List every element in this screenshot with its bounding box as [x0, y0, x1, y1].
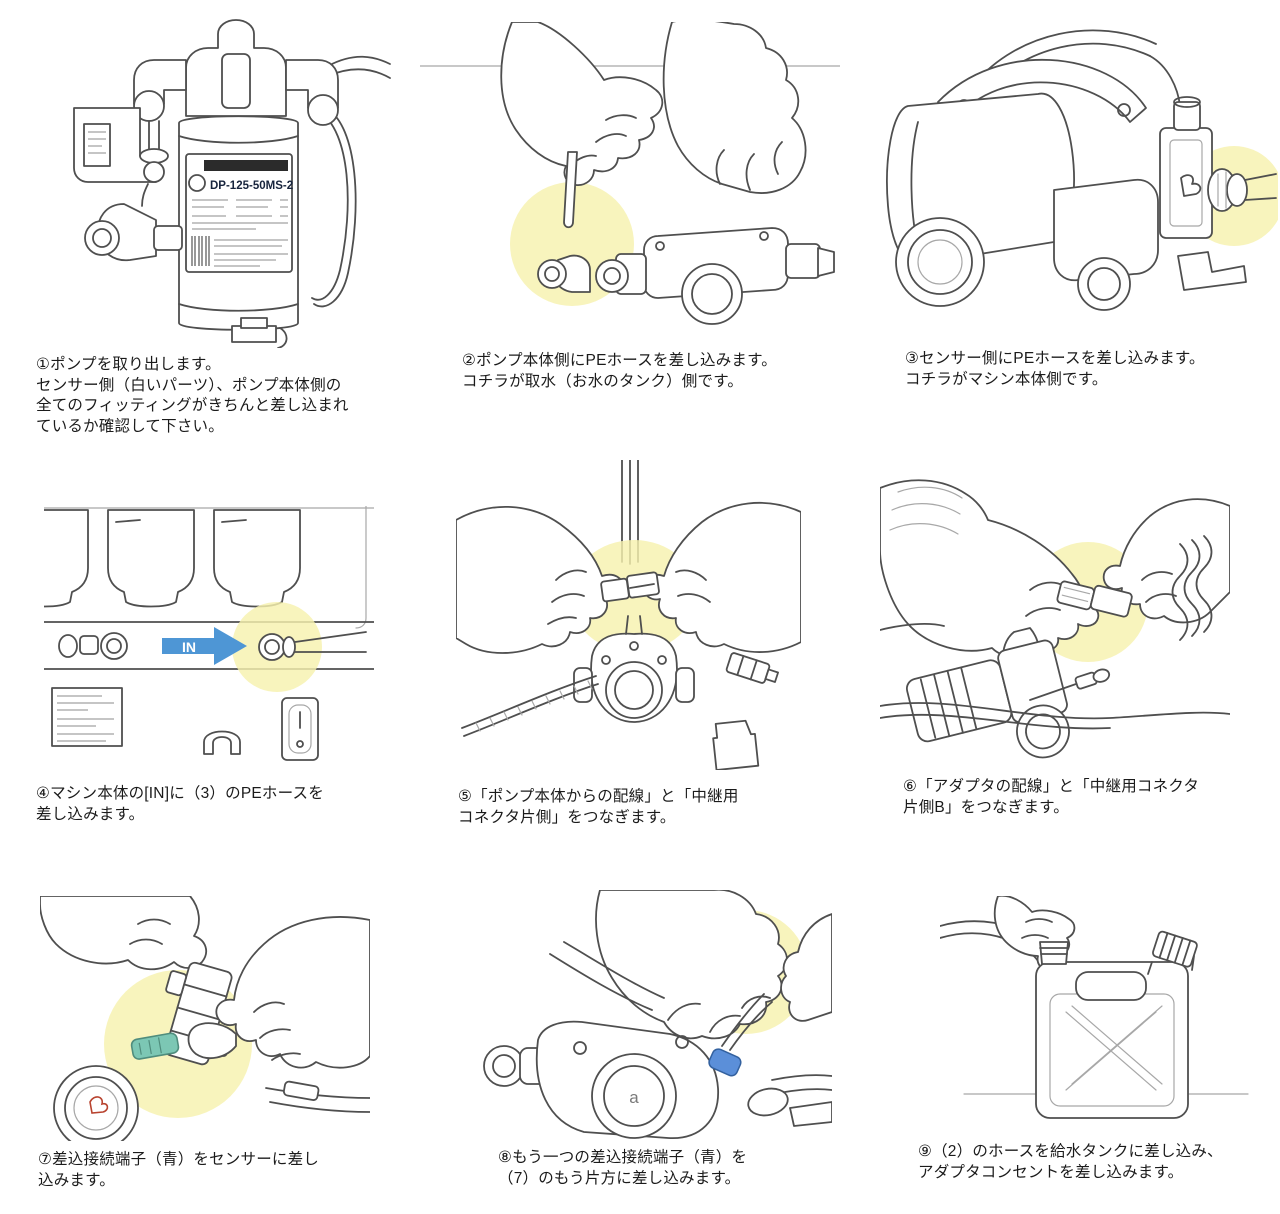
- coiled-cable: [1171, 535, 1213, 641]
- pump-logo-letter: a: [629, 1088, 639, 1107]
- blue-connector-into-pump-illustration: a: [483, 888, 833, 1139]
- step-7-caption: ⑦差込接続端子（青）をセンサーに差し 込みます。: [38, 1151, 319, 1189]
- hose-into-tank-figure: [878, 888, 1278, 1142]
- power-switch: [281, 697, 319, 761]
- label-banner: [204, 160, 288, 171]
- filter-cartridges: [15, 509, 301, 608]
- gloved-hands-connecting-illustration: [879, 479, 1231, 759]
- relay-connector: [725, 652, 779, 684]
- machine-back-illustration: IN: [15, 505, 375, 761]
- step-panel-7: ⑦差込接続端子（青）をセンサーに差し 込みます。: [36, 888, 420, 1191]
- in-port-fitting: [258, 631, 367, 661]
- label-fine-print: [192, 199, 288, 267]
- step-panel-8: a ⑧もう一つの差込接続端子（青）を （7）のもう片方に差し込みます。: [420, 888, 850, 1189]
- pump-body: [905, 639, 1070, 759]
- brand-mark: [89, 1096, 109, 1114]
- machine-in-port-figure: IN: [15, 460, 391, 778]
- step-6-caption: ⑥「アダプタの配線」と「中継用コネクタ 片側B」をつなぎます。: [903, 778, 1200, 816]
- label-barcode: [191, 236, 210, 266]
- step-panel-6: ⑥「アダプタの配線」と「中継用コネクタ 片側B」をつなぎます。: [878, 460, 1280, 818]
- pe-hose: [563, 151, 578, 229]
- in-arrow-label: IN: [182, 639, 196, 655]
- step-panel-9: ⑨（2）のホースを給水タンクに差し込み、 アダプタコンセントを差し込みます。: [878, 888, 1280, 1183]
- step-3-caption: ③センサー側にPEホースを差し込みます。 コチラがマシン本体側です。: [905, 350, 1205, 388]
- adapter-connector-pair: [1056, 580, 1133, 618]
- teal-connector-into-sensor-illustration: [39, 895, 371, 1151]
- pump-model-label: DP-125-50MS-2: [210, 180, 293, 192]
- step-2-caption: ②ポンプ本体側にPEホースを差し込みます。 コチラが取水（お水のタンク）側です。: [462, 352, 777, 390]
- blue-connector: [708, 1048, 742, 1077]
- step-9-caption: ⑨（2）のホースを給水タンクに差し込み、 アダプタコンセントを差し込みます。: [918, 1143, 1223, 1181]
- pump-sensor-side-illustration: [886, 29, 1280, 311]
- connect-pump-wiring-figure: [420, 459, 840, 780]
- step-panel-2: ②ポンプ本体側にPEホースを差し込みます。 コチラが取水（お水のタンク）側です。: [419, 8, 850, 392]
- step-4-caption: ④マシン本体の[IN]に（3）のPEホースを 差し込みます。: [36, 785, 324, 823]
- insert-second-terminal-figure: a: [420, 888, 840, 1142]
- in-arrow: IN: [162, 627, 247, 665]
- pump-unit-illustration: DP-125-50MS-2: [73, 19, 391, 349]
- water-tank-illustration: [939, 894, 1249, 1119]
- insert-hose-pump-side-figure: [419, 8, 841, 348]
- step-5-caption: ⑤「ポンプ本体からの配線」と「中継用 コネクタ片側」をつなぎます。: [458, 788, 739, 826]
- insert-blue-terminal-sensor-figure: [36, 888, 391, 1151]
- step-panel-3: ③センサー側にPEホースを差し込みます。 コチラがマシン本体側です。: [878, 8, 1280, 390]
- hands-inserting-pe-hose-illustration: [419, 18, 841, 325]
- step-panel-5: ⑤「ポンプ本体からの配線」と「中継用 コネクタ片側」をつなぎます。: [420, 459, 850, 828]
- spec-plate: [51, 687, 123, 747]
- wire-connector-pair: [600, 571, 660, 603]
- insert-hose-sensor-side-figure: [878, 8, 1280, 348]
- step-8-caption: ⑧もう一つの差込接続端子（青）を （7）のもう片方に差し込みます。: [498, 1149, 748, 1187]
- water-tank: [1035, 930, 1198, 1119]
- pump-unit-figure: DP-125-50MS-2: [36, 8, 391, 349]
- braided-cable: [461, 675, 599, 737]
- step-panel-4: IN ④マシン本体の[IN]に（3）のPEホースを 差し込みます。: [15, 460, 420, 825]
- teal-connector: [130, 1032, 180, 1060]
- step-panel-1: DP-125-50MS-2: [36, 8, 420, 437]
- hands-connecting-wires-illustration: [455, 459, 802, 771]
- pe-hose-fitting: [1207, 168, 1277, 212]
- step-1-caption: ①ポンプを取り出します。 センサー側（白いパーツ）、ポンプ本体側の 全てのフィッ…: [36, 356, 349, 435]
- tank-x-pattern: [1065, 1005, 1163, 1091]
- connect-adapter-wiring-figure: [878, 460, 1278, 780]
